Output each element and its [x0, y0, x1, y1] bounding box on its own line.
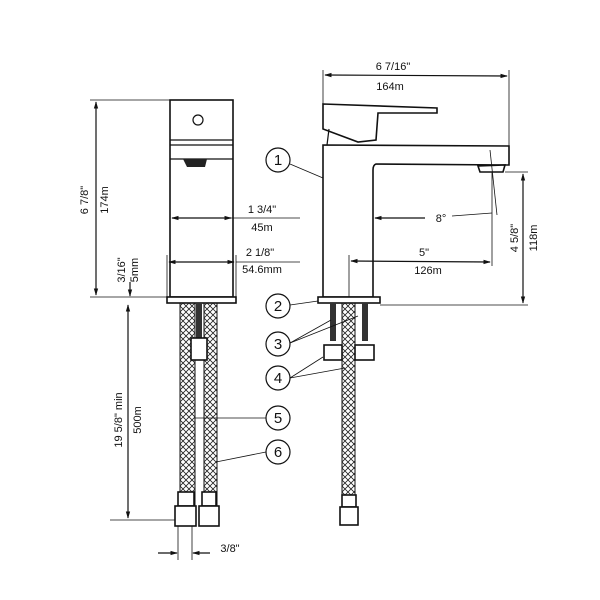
dim-base-width-mm: 54.6mm [242, 264, 282, 276]
callout-1: 1 [265, 147, 291, 173]
callout-3: 3 [265, 331, 291, 357]
svg-text:4: 4 [274, 370, 282, 387]
dim-hose-length-mm: 500m [132, 406, 144, 434]
svg-text:6: 6 [274, 444, 282, 461]
dim-body-width-in: 1 3/4" [248, 204, 276, 216]
dim-base-thickness-mm: 5mm [129, 258, 141, 282]
hose-nut-left [174, 505, 197, 527]
svg-text:1: 1 [274, 152, 282, 169]
dim-depth-in: 6 7/16" [376, 61, 411, 73]
dim-base-thickness-in: 3/16" [116, 257, 128, 282]
hose-left [179, 302, 196, 506]
callout-2: 2 [265, 293, 291, 319]
hose-nut-front [339, 506, 359, 526]
front-view: 6 7/16" 164m 8° 5" 126m 4 5/8" 118m [317, 61, 540, 526]
callouts: 1 2 3 4 5 6 [194, 147, 359, 465]
dim-hose-length-in: 19 5/8" min [113, 392, 125, 447]
callout-6: 6 [265, 439, 291, 465]
dim-reach-mm: 126m [414, 265, 442, 277]
dim-reach-in: 5" [419, 247, 429, 259]
aerator-front [476, 164, 507, 173]
dim-height-mm: 174m [99, 186, 111, 214]
dim-depth-mm: 164m [376, 81, 404, 93]
side-view: 6 7/8" 174m 3/16" 5mm 19 5/8" min 500m 1… [79, 99, 300, 560]
dim-hose-connection: 3/8" [220, 543, 239, 555]
fitting-right [354, 344, 375, 361]
callout-4: 4 [265, 365, 291, 391]
handle-lever [322, 103, 438, 143]
dim-angle: 8° [436, 213, 447, 225]
callout-5: 5 [265, 405, 291, 431]
hose-center [341, 302, 356, 496]
hose-nut-right [198, 505, 220, 527]
base-plate-side [166, 296, 237, 304]
connector-nut [190, 337, 208, 361]
dim-body-width-mm: 45m [251, 222, 272, 234]
svg-text:5: 5 [274, 410, 282, 427]
hose-right [203, 302, 218, 506]
svg-text:3: 3 [274, 336, 282, 353]
aerator [183, 159, 207, 167]
handle-pivot-icon [192, 114, 204, 126]
dim-spout-height-mm: 118m [528, 225, 540, 252]
dim-spout-height-in: 4 5/8" [509, 224, 521, 252]
svg-text:2: 2 [274, 298, 282, 315]
base-plate-front [317, 296, 381, 304]
fitting-left [323, 344, 343, 361]
dim-height-in: 6 7/8" [79, 186, 91, 214]
dim-base-width-in: 2 1/8" [246, 247, 274, 259]
faucet-body-side [169, 99, 234, 298]
